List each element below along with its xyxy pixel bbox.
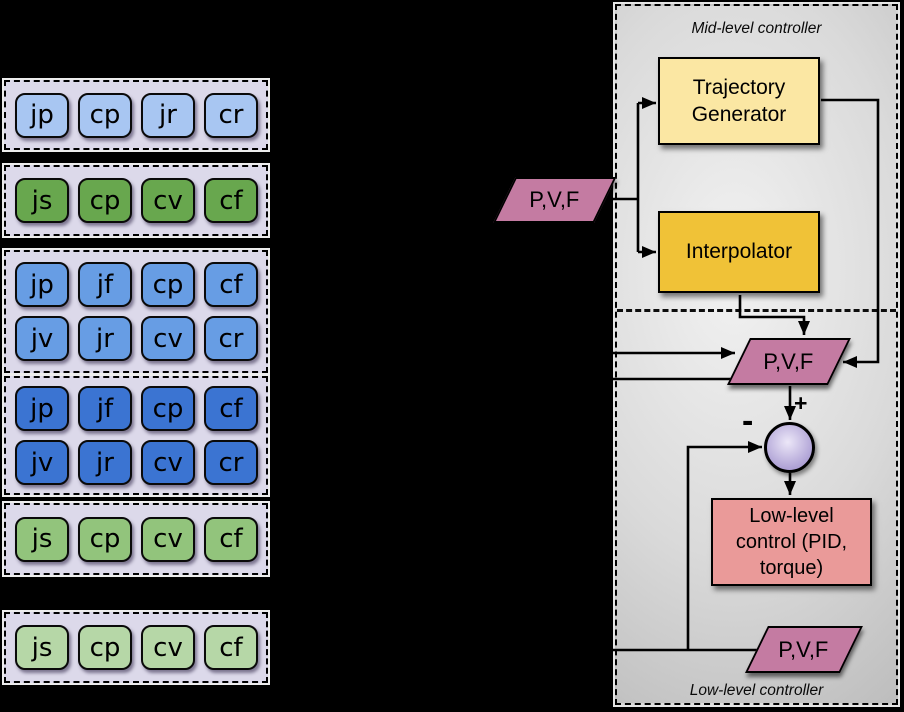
controller-panel: Mid-level controller Trajectory Generato…	[615, 4, 898, 705]
pvf-feedback-label: P,V,F	[778, 636, 830, 662]
signal-box-jv: jv	[15, 440, 69, 485]
mid-low-divider-line	[617, 309, 896, 312]
signal-box-cv: cv	[141, 516, 195, 562]
interpolator-label: Interpolator	[685, 240, 793, 264]
signal-box-cf: cf	[204, 386, 258, 431]
signal-box-cp: cp	[78, 92, 132, 138]
trajectory-generator-box: Trajectory Generator	[658, 57, 820, 145]
signal-box-js: js	[15, 625, 69, 670]
signal-box-js: js	[15, 516, 69, 562]
low-level-control-box: Low-level control (PID, torque)	[711, 498, 872, 586]
signal-box-jp: jp	[15, 92, 69, 138]
signal-box-cf: cf	[204, 178, 258, 223]
signal-box-jr: jr	[78, 316, 132, 361]
signal-box-cr: cr	[204, 316, 258, 361]
signal-box-cv: cv	[141, 625, 195, 670]
signal-box-cr: cr	[204, 92, 258, 138]
signal-box-jf: jf	[78, 262, 132, 307]
signal-box-cp: cp	[78, 516, 132, 562]
signal-box-cv: cv	[141, 316, 195, 361]
signal-box-cp: cp	[141, 262, 195, 307]
summing-junction	[764, 422, 815, 473]
pvf-setpoint-label: P,V,F	[763, 348, 815, 374]
signal-box-jp: jp	[15, 262, 69, 307]
signal-box-js: js	[15, 178, 69, 223]
signal-box-cr: cr	[204, 440, 258, 485]
trajectory-generator-label: Trajectory Generator	[691, 75, 787, 126]
signal-box-jr: jr	[141, 92, 195, 138]
pvf-input-parallelogram: P,V,F	[493, 177, 617, 223]
signal-box-cv: cv	[141, 178, 195, 223]
minus-sign: -	[742, 402, 754, 440]
pvf-feedback-parallelogram: P,V,F	[745, 626, 863, 673]
pvf-input-label: P,V,F	[529, 187, 580, 212]
interpolator-box: Interpolator	[658, 211, 820, 293]
mid-level-controller-title: Mid-level controller	[691, 20, 822, 37]
signal-box-jp: jp	[15, 386, 69, 431]
signal-box-cf: cf	[204, 516, 258, 562]
signal-box-jf: jf	[78, 386, 132, 431]
signal-box-cf: cf	[204, 625, 258, 670]
signal-box-cp: cp	[141, 386, 195, 431]
signal-box-cp: cp	[78, 178, 132, 223]
signal-box-cp: cp	[78, 625, 132, 670]
plus-sign: +	[794, 390, 808, 416]
signal-box-cf: cf	[204, 262, 258, 307]
low-level-control-label: Low-level control (PID, torque)	[735, 505, 848, 579]
low-level-controller-title: Low-level controller	[689, 682, 824, 699]
signal-box-jv: jv	[15, 316, 69, 361]
signal-box-cv: cv	[141, 440, 195, 485]
pvf-setpoint-parallelogram: P,V,F	[727, 338, 851, 385]
signal-box-jr: jr	[78, 440, 132, 485]
